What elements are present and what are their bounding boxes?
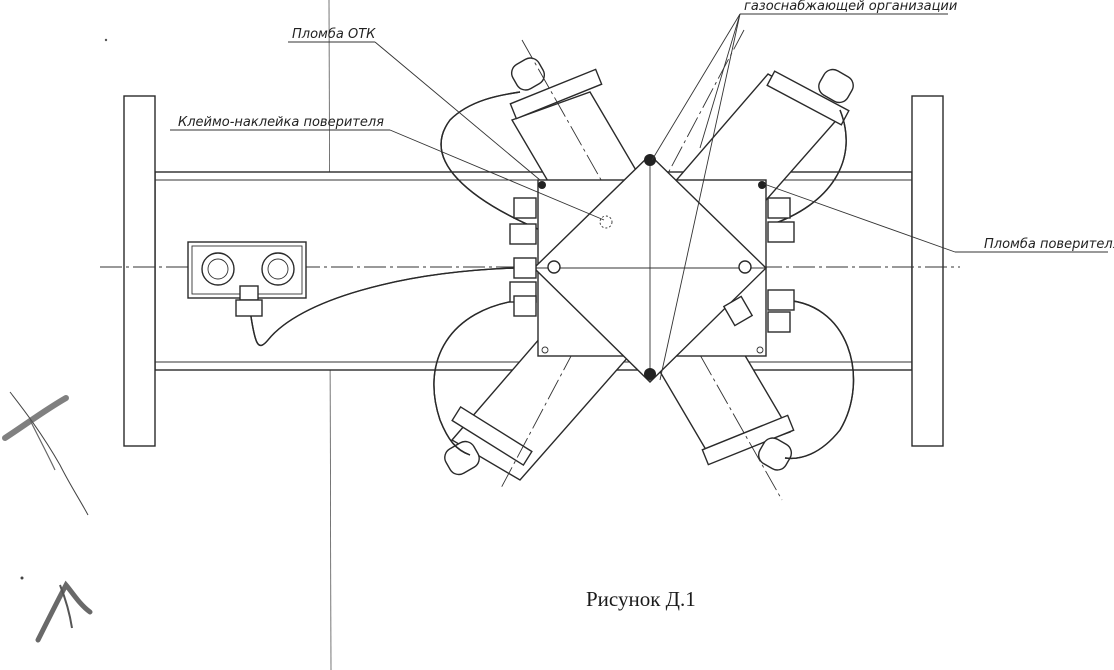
electronics-box [532,154,768,383]
signal-cables [249,91,855,460]
channel-axis-2 [499,29,745,491]
figure-caption: Рисунок Д.1 [586,587,696,611]
label-gas-organization: газоснабжающей организации [744,0,957,14]
label-verifier-sticker: Клеймо-наклейка поверителя [178,115,384,130]
cable-glands [509,197,795,333]
otk-seal-mark [644,154,656,166]
connector-block [187,241,307,317]
leader-lines [170,13,1108,381]
verifier-sticker-mark [599,215,613,229]
label-verifier-seal: Пломба поверителя [984,237,1114,252]
handwritten-signature-marks [2,38,108,643]
label-otk-seal: Пломба ОТК [292,27,376,42]
